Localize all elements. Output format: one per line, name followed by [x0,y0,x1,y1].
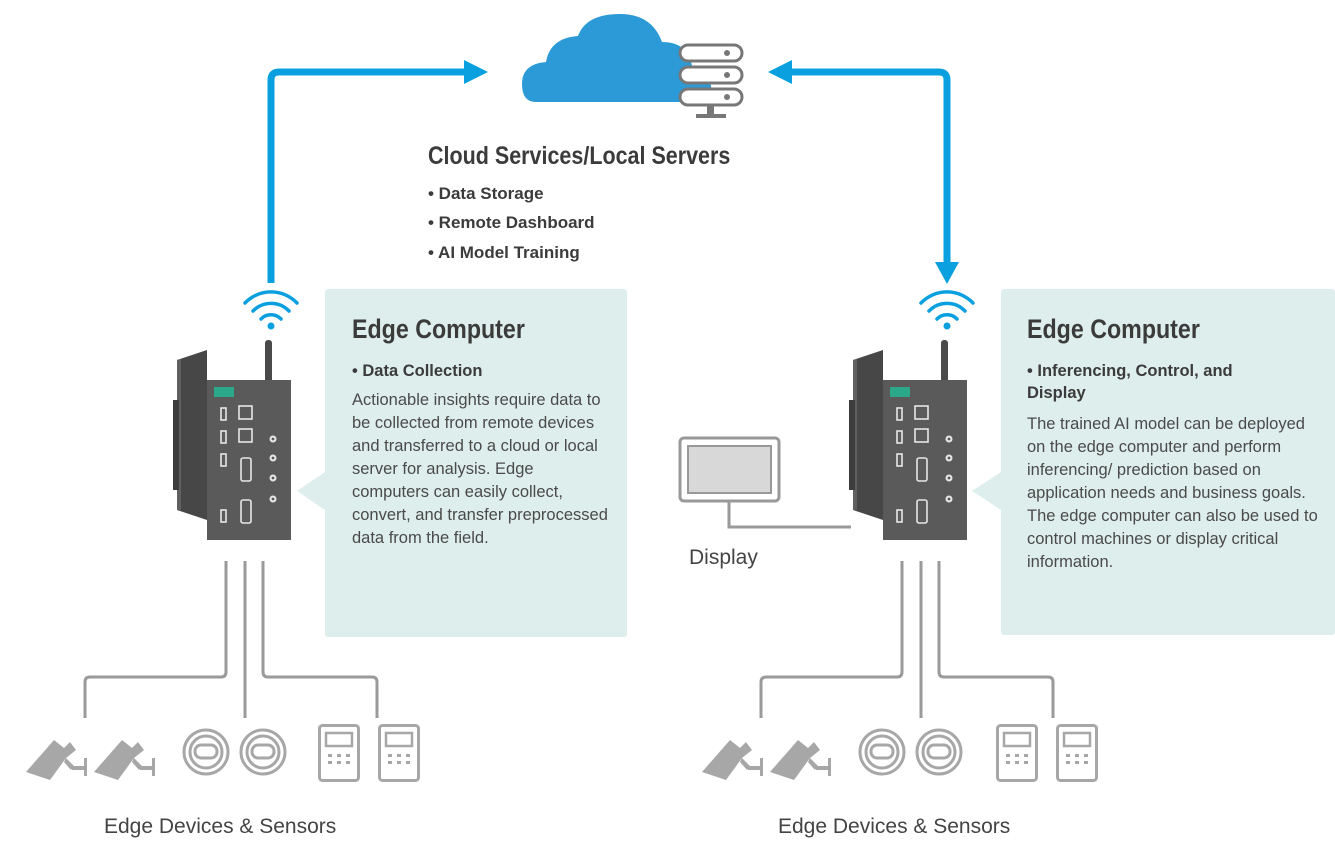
cloud-bullet-ai-model-training: • AI Model Training [428,243,580,262]
edge-computer-icon [172,339,292,541]
right-info-box [972,289,1335,635]
flow-meter-icon [858,728,906,776]
right-edge-title: Edge Computer [1027,314,1200,344]
device-cables-right [759,561,1055,718]
edge-computer-icon [848,339,968,541]
cloud-icon [522,14,713,102]
left-edge-description: Actionable insights require data to be c… [352,391,608,547]
left-devices-label: Edge Devices & Sensors [104,815,337,838]
left-edge-title: Edge Computer [352,314,525,344]
camera-icon [770,740,831,780]
sensor-panel-icon [318,724,360,782]
cloud-bullet-remote-dashboard: • Remote Dashboard [428,213,595,232]
sensor-panel-icon [1056,724,1098,782]
cloud-bullet-data-storage: • Data Storage [428,184,544,203]
server-stack-icon [678,43,744,118]
wifi-icon [243,290,299,332]
right-devices-label: Edge Devices & Sensors [778,815,1011,838]
device-cables-left [83,561,379,718]
left-info-box [297,289,627,637]
camera-icon [26,740,87,780]
right-edge-description: The trained AI model can be deployed on … [1027,415,1318,571]
sensor-panel-icon [996,724,1038,782]
wifi-icon [919,290,975,332]
sensor-panel-icon [378,724,420,782]
flow-meter-icon [915,728,963,776]
display-label: Display [689,546,758,569]
camera-icon [702,740,763,780]
right-edge-bullet: • Inferencing, Control, and Display [1027,362,1233,402]
left-edge-bullet: • Data Collection [352,362,483,380]
flow-meter-icon [182,728,230,776]
camera-icon [94,740,155,780]
display-icon [678,436,851,529]
flow-meter-icon [239,728,287,776]
cloud-title: Cloud Services/Local Servers [428,142,731,170]
cloud-link-arrows [267,60,959,284]
